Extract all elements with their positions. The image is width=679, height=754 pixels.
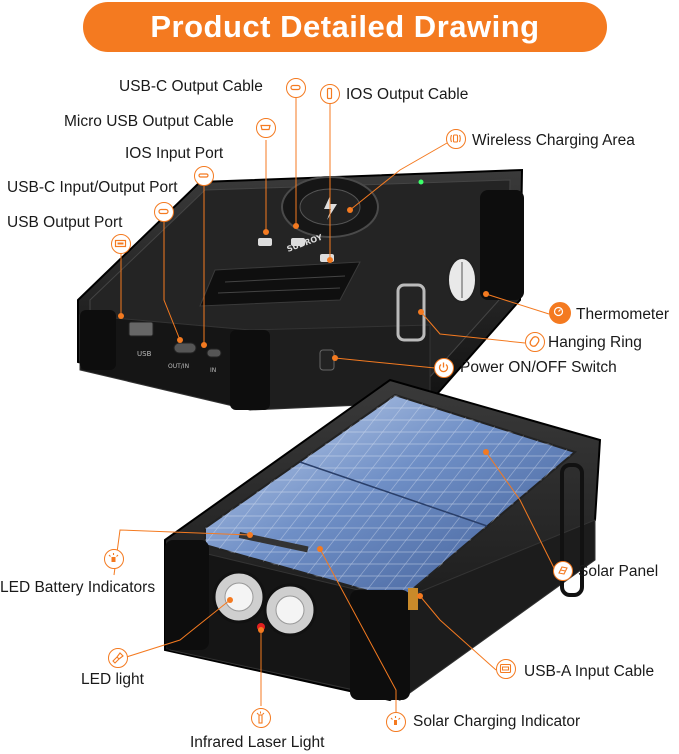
page-title-banner: Product Detailed Drawing — [83, 2, 607, 52]
port-label-in: IN — [210, 367, 216, 374]
wireless-icon — [446, 129, 466, 149]
led-indicator-icon — [104, 549, 124, 569]
carabiner-icon — [525, 332, 545, 352]
label-micro-usb-output-cable: Micro USB Output Cable — [64, 113, 234, 130]
label-wireless-charging-area: Wireless Charging Area — [472, 132, 635, 149]
sun-indicator-icon — [386, 712, 406, 732]
label-usb-output-port: USB Output Port — [7, 214, 123, 231]
label-ios-output-cable: IOS Output Cable — [346, 86, 469, 103]
usb-port-icon — [111, 234, 131, 254]
power-bank-top-view: USB OUT/IN IN SUDROY — [77, 168, 524, 411]
power-bank-solar-view — [164, 378, 602, 702]
label-led-battery-indicators: LED Battery Indicators — [0, 579, 156, 596]
label-thermometer: Thermometer — [576, 306, 670, 323]
usb-a-icon — [496, 659, 516, 679]
label-hanging-ring: Hanging Ring — [548, 334, 642, 351]
label-infrared-laser-light: Infrared Laser Light — [190, 734, 325, 751]
flashlight-icon — [108, 648, 128, 668]
label-usb-c-output-cable: USB-C Output Cable — [119, 78, 263, 95]
thermometer-icon — [549, 302, 571, 324]
label-usb-c-input-output-port: USB-C Input/Output Port — [7, 179, 178, 196]
usb-c-icon — [286, 78, 306, 98]
power-icon — [434, 358, 454, 378]
port-label-usbc: OUT/IN — [168, 363, 189, 370]
usb-c-port-icon — [154, 202, 174, 222]
label-led-light: LED light — [81, 671, 144, 688]
label-usb-a-input-cable: USB-A Input Cable — [524, 663, 655, 680]
lightning-icon — [320, 84, 340, 104]
port-label-usb: USB — [137, 350, 152, 358]
micro-usb-icon — [256, 118, 276, 138]
lightning-port-icon — [194, 166, 214, 186]
label-ios-input-port: IOS Input Port — [125, 145, 224, 162]
leader-dots — [118, 207, 489, 633]
laser-icon — [251, 708, 271, 728]
label-solar-panel: Solar Panel — [578, 563, 659, 580]
label-power-switch: Power ON/OFF Switch — [460, 359, 617, 376]
solar-panel-icon — [553, 561, 573, 581]
label-solar-charging-indicator: Solar Charging Indicator — [413, 713, 581, 730]
